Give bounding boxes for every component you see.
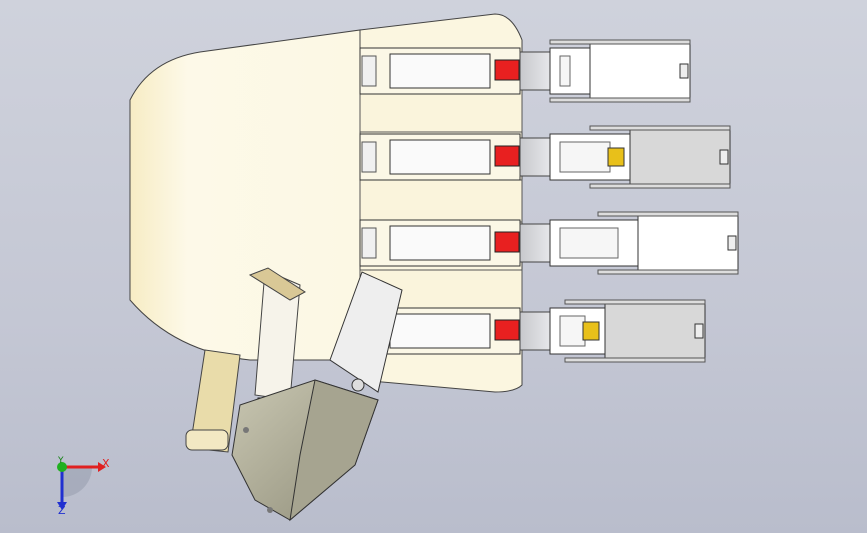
finger-2[interactable] xyxy=(359,125,731,189)
finger-rail-top xyxy=(597,211,739,217)
finger-proximal-link xyxy=(389,139,491,175)
finger-actuator xyxy=(494,319,520,341)
finger-middle-inner xyxy=(559,141,611,173)
finger-rail-top xyxy=(564,299,706,305)
finger-gear-housing xyxy=(519,311,551,351)
triad-z-label: Z xyxy=(58,504,66,517)
finger-gear-housing xyxy=(519,51,551,91)
coordinate-triad xyxy=(57,462,106,510)
finger-3[interactable] xyxy=(359,211,739,275)
triad-z-arrow xyxy=(57,502,67,510)
finger-actuator xyxy=(494,145,520,167)
thumb-screw-1 xyxy=(243,427,249,433)
finger-tip-cap xyxy=(727,235,737,251)
finger-base-screws xyxy=(361,55,377,87)
finger-tip xyxy=(604,303,706,359)
finger-middle-inner xyxy=(559,227,619,259)
triad-quadrant xyxy=(62,467,92,497)
finger-1[interactable] xyxy=(359,39,691,103)
finger-tip-cap xyxy=(719,149,729,165)
finger-sensor-pad xyxy=(582,321,600,341)
finger-rail-bottom xyxy=(564,357,706,363)
finger-rail-bottom xyxy=(597,269,739,275)
thumb-base-cap xyxy=(185,429,229,451)
finger-proximal-link xyxy=(389,313,491,349)
fingers xyxy=(359,39,739,363)
finger-gear-housing xyxy=(519,137,551,177)
triad-x-arrow xyxy=(98,462,106,472)
thumb-proximal-bracket xyxy=(248,267,306,301)
finger-proximal-link xyxy=(389,53,491,89)
thumb-housing-face xyxy=(289,379,379,522)
thumb-base-link xyxy=(189,349,241,453)
finger-rail-top xyxy=(589,125,731,131)
finger-tip xyxy=(629,129,731,185)
finger-rail-bottom xyxy=(589,183,731,189)
thumb[interactable] xyxy=(185,267,403,522)
triad-y-label: Y xyxy=(58,456,64,466)
thumb-screw-2 xyxy=(267,507,273,513)
finger-tip xyxy=(637,215,739,271)
palm-slot-1 xyxy=(359,89,523,133)
finger-sensor-pad xyxy=(607,147,625,167)
finger-gear-housing xyxy=(519,223,551,263)
finger-middle-inner xyxy=(559,315,586,347)
palm-shell xyxy=(129,29,361,361)
finger-tip-cap xyxy=(679,63,689,79)
finger-actuator xyxy=(494,231,520,253)
finger-rail-bottom xyxy=(549,97,691,103)
finger-actuator xyxy=(494,59,520,81)
finger-rail-top xyxy=(549,39,691,45)
finger-tip-cap xyxy=(694,323,704,339)
triad-x-label: X xyxy=(102,457,110,470)
finger-4[interactable] xyxy=(359,299,706,363)
palm-slot-2 xyxy=(359,179,523,223)
finger-base-screws xyxy=(361,141,377,173)
finger-proximal-link xyxy=(389,225,491,261)
finger-base-screws xyxy=(361,227,377,259)
triad-y-axis xyxy=(57,462,67,472)
finger-middle-inner xyxy=(559,55,571,87)
finger-tip xyxy=(589,43,691,99)
thumb-pivot xyxy=(351,378,365,392)
